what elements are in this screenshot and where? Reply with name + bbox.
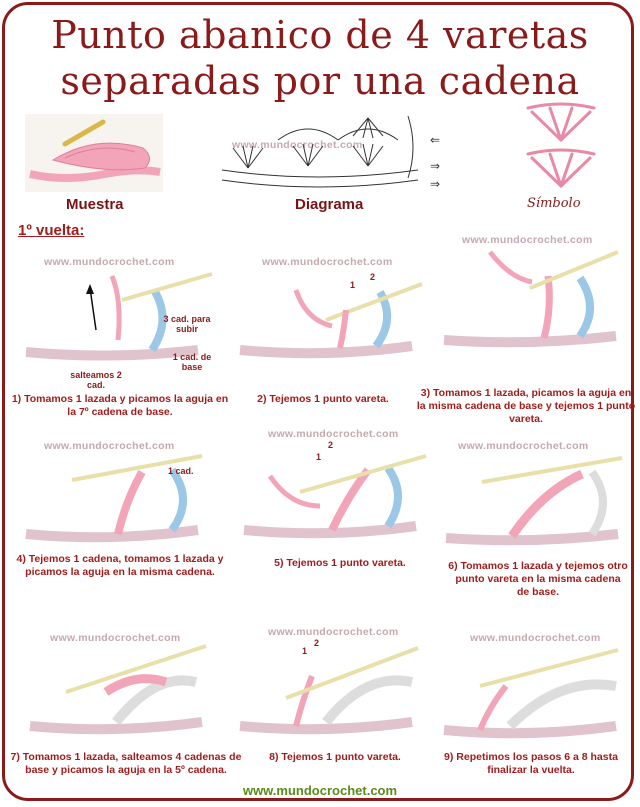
step-2-caption: 2) Tejemos 1 punto vareta. (257, 393, 389, 405)
step-4-caption: 4) Tejemos 1 cadena, tomamos 1 lazada y … (16, 553, 224, 578)
step-8-caption: 8) Tejemos 1 punto vareta. (269, 751, 401, 763)
watermark-step-3: www.mundocrochet.com (462, 234, 593, 246)
step-2-illustration (239, 282, 423, 359)
watermark-step-2: www.mundocrochet.com (262, 256, 393, 268)
step-1-caption: 1) Tomamos 1 lazada y picamos la aguja e… (11, 393, 229, 418)
page-title-line-2: separadas por una cadena (60, 59, 580, 103)
svg-text:⇐: ⇐ (430, 133, 440, 147)
step-3-caption: 3) Tomamos 1 lazada, picamos la aguja en… (416, 387, 636, 425)
page-frame (2, 2, 634, 801)
watermark-step-4: www.mundocrochet.com (44, 440, 175, 452)
muestra-label: Muestra (66, 196, 124, 213)
watermark-step-6: www.mundocrochet.com (458, 440, 589, 452)
step-6-caption: 6) Tomamos 1 lazada y tejemos otro punto… (448, 560, 628, 598)
label-base: 1 cad. de base (172, 352, 212, 372)
label-num-2-step-8: 2 (314, 638, 320, 648)
symbol-icon (526, 102, 596, 188)
label-num-1-step-2: 1 (350, 280, 356, 290)
muestra-photo (25, 114, 163, 192)
step-3-illustration (443, 250, 619, 348)
watermark-step-5: www.mundocrochet.com (268, 428, 399, 440)
step-5-illustration (243, 454, 427, 539)
simbolo-label: Símbolo (527, 196, 581, 211)
step-7-caption: 7) Tomamos 1 lazada, salteamos 4 cadenas… (10, 751, 242, 776)
label-num-1-step-8: 1 (302, 646, 308, 656)
step-6-illustration (445, 456, 623, 546)
label-subir: 3 cad. para subir (163, 314, 211, 334)
watermark-step-9: www.mundocrochet.com (470, 632, 601, 644)
step-8-illustration (239, 646, 419, 735)
svg-text:⇒: ⇒ (430, 177, 440, 191)
page-title-line-1: Punto abanico de 4 varetas (51, 13, 589, 57)
label-una-cad: 1 cad. (168, 466, 194, 476)
watermark-step-8: www.mundocrochet.com (268, 626, 399, 638)
watermark-step-7: www.mundocrochet.com (50, 632, 181, 644)
svg-text:⇒: ⇒ (430, 159, 440, 173)
label-num-1-step-5: 1 (316, 452, 322, 462)
label-num-2-step-2: 2 (370, 272, 376, 282)
step-9-caption: 9) Repetimos los pasos 6 a 8 hasta final… (444, 751, 618, 776)
watermark-diagram: www.mundocrochet.com (232, 139, 363, 151)
diagrama-label: Diagrama (295, 196, 364, 213)
diagram-chart: ⇐ ⇒ ⇒ (221, 115, 440, 191)
step-1-illustration (25, 272, 213, 361)
step-9-illustration (443, 648, 619, 739)
label-saltea: salteamos 2 cad. (70, 370, 122, 390)
footer-site-link[interactable]: www.mundocrochet.com (242, 783, 398, 798)
watermark-step-1: www.mundocrochet.com (44, 256, 175, 268)
step-4-illustration (25, 454, 203, 543)
step-7-illustration (29, 644, 207, 735)
section-heading: 1º vuelta: (18, 222, 85, 239)
step-5-caption: 5) Tejemos 1 punto vareta. (274, 557, 406, 569)
label-num-2-step-5: 2 (328, 440, 334, 450)
